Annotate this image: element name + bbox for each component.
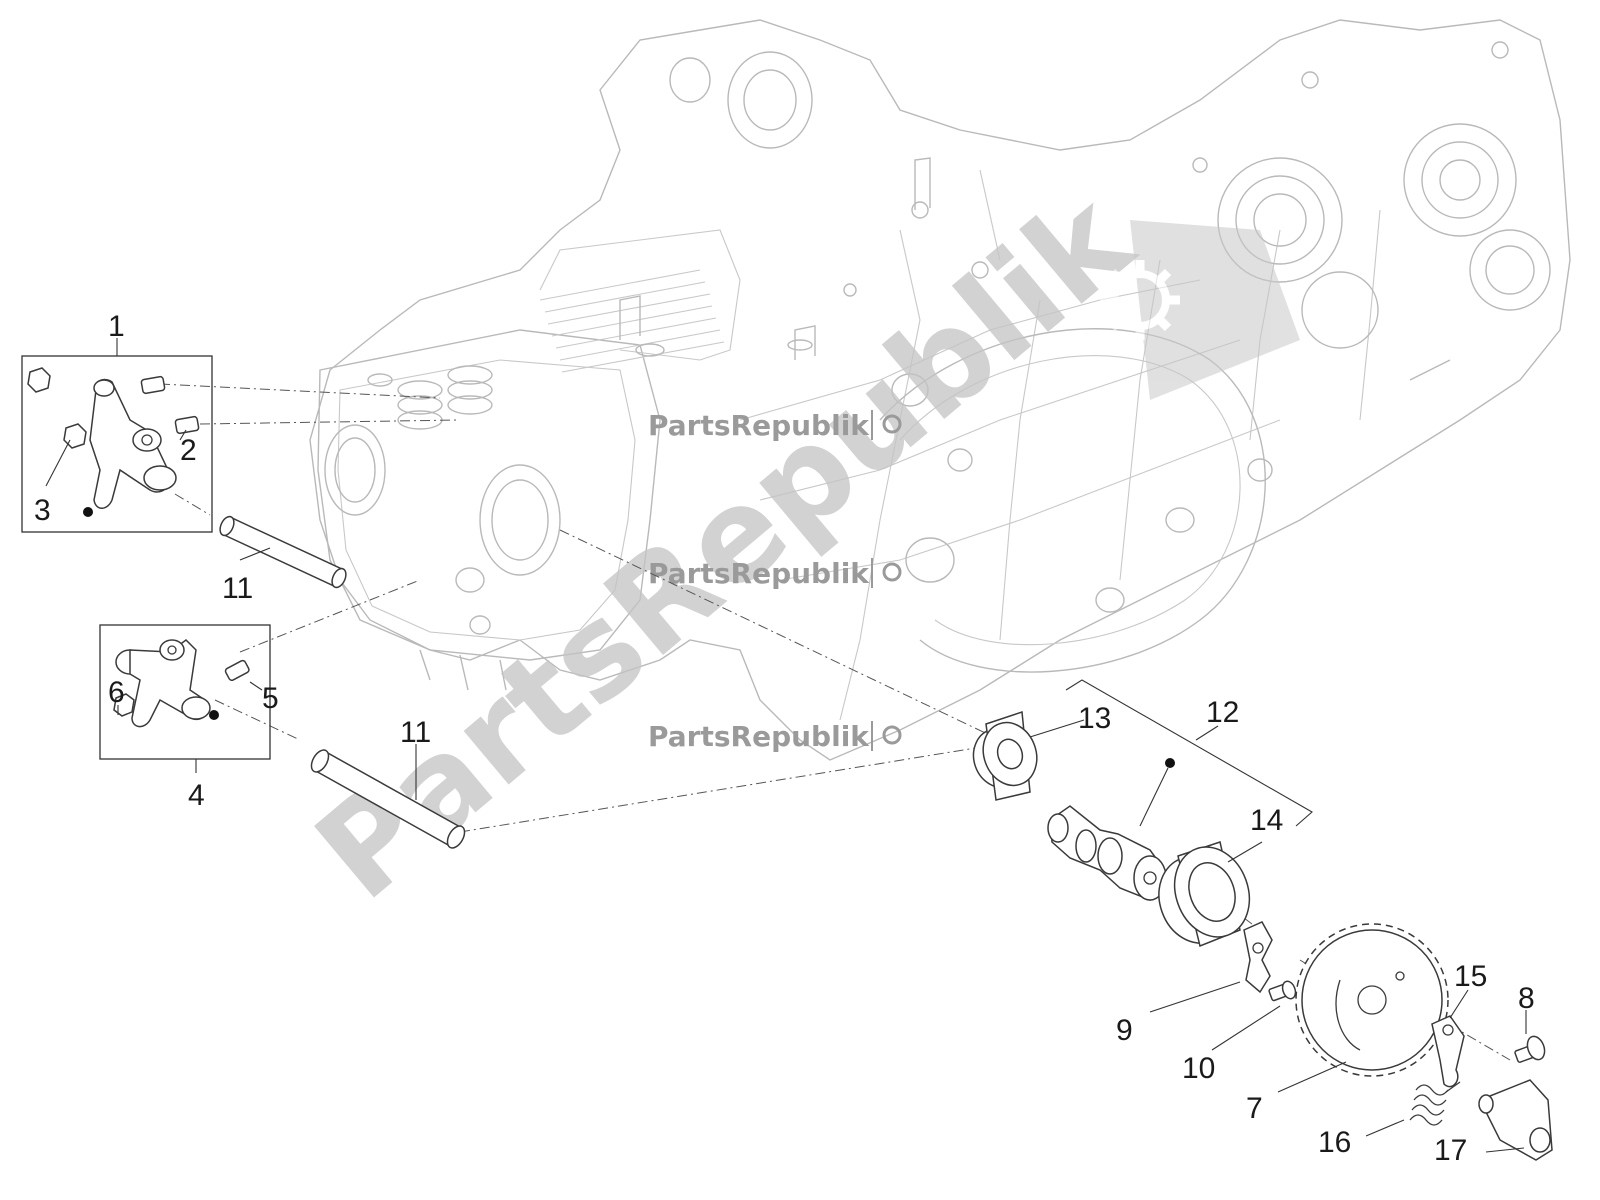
screw-8[interactable] — [1514, 1034, 1547, 1063]
adjusting-screw-2a[interactable] — [140, 375, 166, 395]
callout-12: 12 — [1206, 696, 1239, 729]
callout-9: 9 — [1116, 1014, 1133, 1047]
watermark-small-2-text: PartsRepublik — [648, 557, 870, 590]
callout-2: 2 — [180, 434, 197, 467]
callout-13: 13 — [1078, 702, 1111, 735]
weight-17[interactable] — [1478, 1079, 1553, 1161]
callout-6: 6 — [108, 676, 125, 709]
gear-icon — [882, 562, 902, 582]
rocker-shaft-11b[interactable] — [308, 747, 468, 851]
part-group-4-box — [99, 624, 271, 760]
callout-17: 17 — [1434, 1134, 1467, 1167]
watermark-small-3: PartsRepublik — [648, 720, 902, 753]
sprocket-7[interactable] — [1295, 923, 1449, 1077]
part-group-1-box — [21, 338, 213, 533]
camshaft[interactable] — [1047, 805, 1167, 901]
kit-marker-dot — [209, 710, 219, 720]
nut-3a[interactable] — [27, 367, 51, 393]
spring-16[interactable] — [1409, 1081, 1461, 1126]
adjusting-screw-5[interactable] — [224, 659, 250, 682]
callout-10: 10 — [1182, 1052, 1215, 1085]
watermark-small-1: PartsRepublik — [648, 409, 902, 442]
callout-11a: 11 — [222, 572, 253, 605]
lever-15[interactable] — [1431, 1015, 1465, 1088]
callout-labels: 1 2 3 11 5 6 4 11 13 12 14 15 8 9 10 7 1… — [34, 310, 1535, 1167]
watermark-small-1-text: PartsRepublik — [648, 409, 870, 442]
rocker-arm-1[interactable] — [89, 378, 177, 509]
part-group-12-bracket — [1065, 679, 1313, 827]
callout-14: 14 — [1250, 804, 1283, 837]
callout-7: 7 — [1246, 1092, 1263, 1125]
adjusting-screw-2b[interactable] — [174, 415, 200, 435]
bolt-10[interactable] — [1268, 979, 1298, 1002]
rocker-arm-4[interactable] — [115, 639, 211, 728]
gear-icon — [882, 725, 902, 745]
callout-5: 5 — [262, 682, 279, 715]
nut-6[interactable] — [113, 693, 135, 717]
kit-marker-dot — [1165, 758, 1175, 768]
watermark-small-3-text: PartsRepublik — [648, 720, 870, 753]
callout-15: 15 — [1454, 960, 1487, 993]
kit-marker-dot — [83, 507, 93, 517]
callout-1: 1 — [108, 310, 125, 343]
gear-icon — [882, 414, 902, 434]
bearing-13[interactable] — [965, 710, 1045, 801]
callout-4: 4 — [188, 779, 205, 812]
plate-9[interactable] — [1243, 921, 1273, 994]
callout-16: 16 — [1318, 1126, 1351, 1159]
callout-8: 8 — [1518, 982, 1535, 1015]
gear-icon — [1100, 220, 1300, 400]
watermark-small-2: PartsRepublik — [648, 557, 902, 590]
callout-3: 3 — [34, 494, 51, 527]
bearing-14[interactable] — [1147, 836, 1261, 953]
rocker-shaft-11a[interactable] — [217, 514, 348, 589]
callout-11b: 11 — [400, 716, 431, 749]
